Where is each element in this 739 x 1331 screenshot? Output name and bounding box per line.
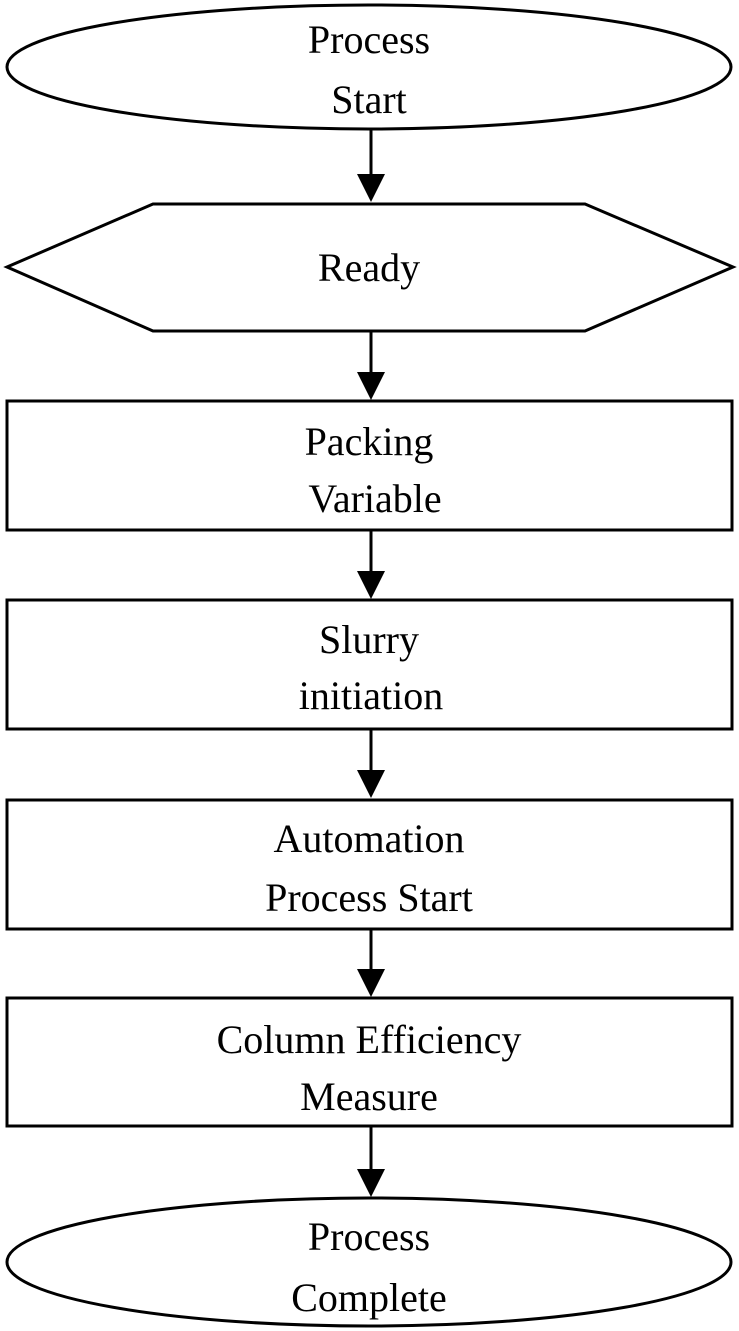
- arrowhead-icon: [357, 174, 385, 202]
- node-label-line: Automation: [273, 816, 464, 861]
- start-ellipse: [5, 3, 733, 131]
- arrowhead-icon: [357, 770, 385, 798]
- node-label-line: Measure: [300, 1074, 438, 1119]
- process-box: [5, 399, 734, 532]
- node-process-start: Process Start: [5, 3, 733, 131]
- edge-ready-to-packing-variable: [357, 331, 385, 400]
- node-label-line: Complete: [291, 1275, 447, 1320]
- node-label-line: Start: [331, 77, 407, 122]
- arrowhead-icon: [357, 571, 385, 599]
- node-process-complete: Process Complete: [5, 1196, 733, 1328]
- node-label-line: Ready: [318, 245, 420, 290]
- arrowhead-icon: [357, 1169, 385, 1197]
- node-label-line: Process: [308, 17, 430, 62]
- node-label-line: initiation: [299, 673, 443, 718]
- node-label-line: Packing: [305, 419, 434, 464]
- node-label-line: Slurry: [319, 617, 419, 662]
- edge-automation-to-column: [357, 929, 385, 997]
- node-label-line: Variable: [308, 476, 441, 521]
- process-box: [5, 798, 734, 931]
- edge-packing-to-slurry: [357, 530, 385, 599]
- arrowhead-icon: [357, 969, 385, 997]
- arrowhead-icon: [357, 372, 385, 400]
- edge-slurry-to-automation: [357, 729, 385, 798]
- node-label-line: Process: [308, 1214, 430, 1259]
- node-column-efficiency-measure: Column Efficiency Measure: [5, 996, 734, 1128]
- edge-process-start-to-ready: [357, 129, 385, 202]
- node-label-line: Process Start: [265, 875, 473, 920]
- edge-column-to-complete: [357, 1126, 385, 1197]
- node-packing-variable: Packing Variable: [5, 399, 734, 532]
- node-label-line: Column Efficiency: [217, 1017, 522, 1062]
- node-slurry-initiation: Slurry initiation: [5, 598, 734, 731]
- node-ready: Ready: [3, 202, 737, 333]
- end-ellipse: [5, 1196, 733, 1328]
- node-automation-process-start: Automation Process Start: [5, 798, 734, 931]
- process-box: [5, 598, 734, 731]
- decision-hexagon: [3, 202, 737, 333]
